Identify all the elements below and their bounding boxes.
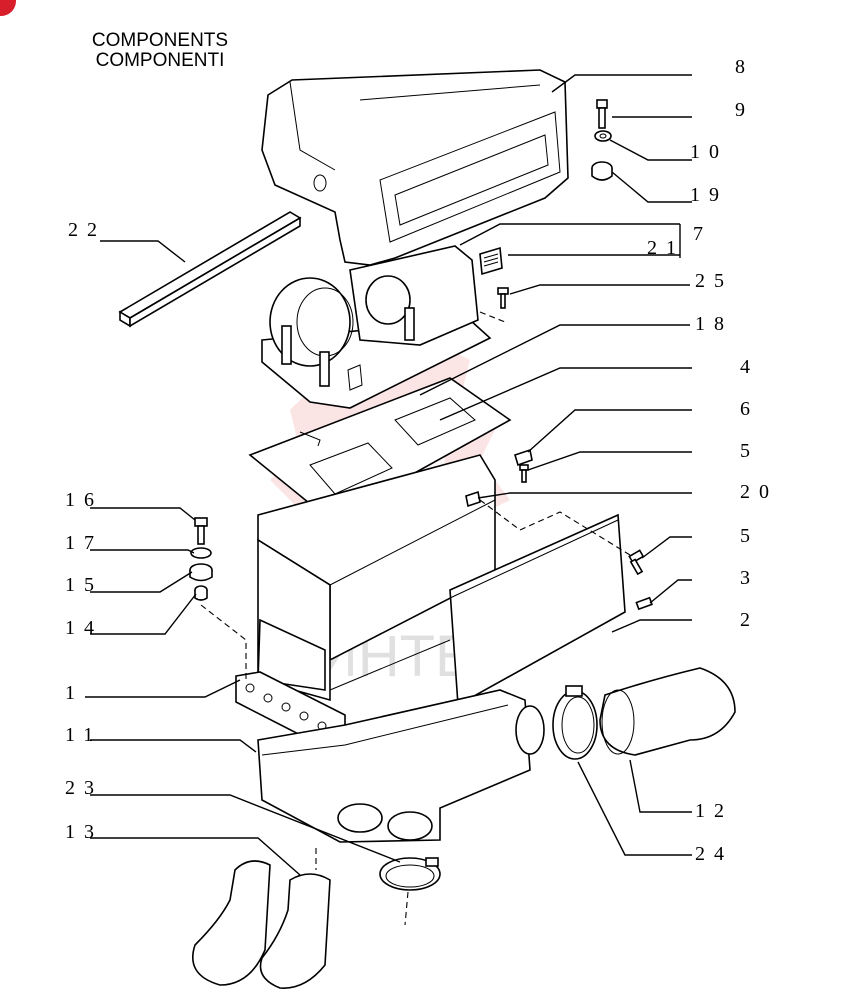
part-17-washer-icon [190,547,212,559]
callout-24: 24 [695,843,733,865]
part-22-seal-strip [118,211,302,328]
part-5b-screw-icon [628,549,645,576]
callout-13: 13 [65,821,103,843]
callout-5b: 5 [740,525,759,547]
callout-16: 16 [65,489,103,511]
part-5-screw-icon [519,464,529,483]
callout-11: 11 [65,724,103,746]
part-10-washer-icon [594,130,612,142]
callout-9: 9 [735,99,754,121]
callout-4: 4 [740,356,759,378]
title-componenti: COMPONENTI [95,50,225,71]
callout-10: 10 [690,141,728,163]
callout-21: 21 [647,237,685,259]
part-11-lower-duct [257,689,545,843]
callout-8: 8 [735,56,754,78]
part-20-nut-icon [465,490,481,508]
callout-2: 2 [740,609,759,631]
part-15-grommet-icon [189,563,213,582]
part-6-clip-icon [514,448,533,467]
callout-18: 18 [695,313,733,335]
part-19-grommet-icon [591,161,613,181]
callout-22: 22 [68,219,106,241]
part-1-bracket [235,618,346,746]
part-3-screw-icon [635,596,653,611]
part-25-screw-icon [497,287,509,309]
part-14-spacer-icon [194,585,208,601]
callout-23: 23 [65,777,103,799]
part-8-air-duct [261,69,569,266]
callout-17: 17 [65,532,103,554]
part-12-hose [599,667,736,756]
part-24-hose-clamp-icon [552,685,598,760]
callout-7: 7 [693,223,712,245]
callout-19: 19 [690,184,728,206]
part-21-label-icon [479,246,503,276]
part-4-mounting-plate [248,377,512,521]
part-9-bolt-icon [596,99,608,129]
callout-14: 14 [65,617,103,639]
callout-3: 3 [740,567,759,589]
title-components: COMPONENTS [91,30,229,51]
callout-1: 1 [65,682,84,704]
part-18-blower-unit [261,245,492,409]
callout-25: 25 [695,270,733,292]
callout-12: 12 [695,800,733,822]
part-23-hose-clamp-icon [379,857,441,891]
part-16-bolt-icon [194,517,208,545]
callout-6: 6 [740,398,759,420]
callout-15: 15 [65,574,103,596]
callout-5: 5 [740,440,759,462]
leader-lines [85,74,692,876]
callout-20: 20 [740,481,778,503]
part-13-hoses [192,860,331,989]
